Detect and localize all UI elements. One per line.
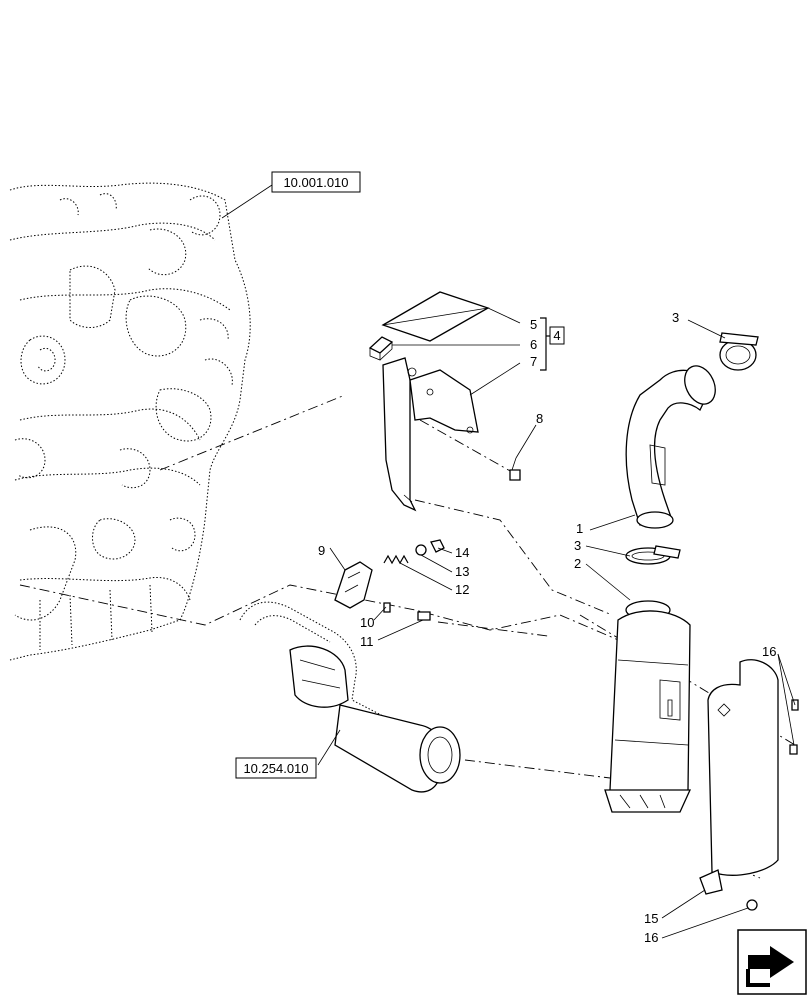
callout-14: 14	[455, 545, 469, 560]
callout-7: 7	[530, 354, 537, 369]
dpf-canister-part-2	[604, 600, 692, 813]
next-page-arrow-icon[interactable]	[737, 929, 807, 995]
nut-part-14	[430, 539, 445, 553]
bracket-part-9	[334, 561, 373, 609]
reference-label-engine: 10.001.010	[283, 175, 348, 190]
callout-6: 6	[530, 337, 537, 352]
callout-5: 5	[530, 317, 537, 332]
washer-part-13	[415, 544, 427, 556]
elbow-pipe-part-1	[625, 365, 716, 529]
callout-labels: 5 6 7 8 9 10 11 12 13 14 3 1 3 2 16 15 1…	[318, 310, 776, 945]
engine-block-illustration	[9, 182, 251, 661]
leader-lines	[221, 184, 796, 939]
bracket-part-7	[382, 357, 417, 512]
callout-3-top: 3	[672, 310, 679, 325]
reference-box-exhaust[interactable]: 10.254.010	[235, 757, 317, 779]
callout-3-middle: 3	[574, 538, 581, 553]
reference-box-engine[interactable]: 10.001.010	[271, 171, 361, 193]
callout-16-upper: 16	[762, 644, 776, 659]
spring-part-12	[383, 554, 409, 565]
callout-4: 4	[553, 328, 560, 343]
callout-15: 15	[644, 911, 658, 926]
reference-label-exhaust: 10.254.010	[243, 761, 308, 776]
callout-10: 10	[360, 615, 374, 630]
block-part-6	[368, 336, 394, 354]
bolt-part-11	[417, 611, 431, 621]
bolt-part-16-lower	[746, 899, 758, 911]
callout-group-4: 4	[540, 317, 565, 371]
callout-9: 9	[318, 543, 325, 558]
heat-shield-part-15	[699, 659, 779, 895]
callout-8: 8	[536, 411, 543, 426]
callout-2: 2	[574, 556, 581, 571]
pin-part-10	[383, 602, 391, 613]
callout-16-lower: 16	[644, 930, 658, 945]
callout-13: 13	[455, 564, 469, 579]
clamp-part-3-top	[719, 332, 759, 371]
callout-11: 11	[360, 634, 374, 649]
bracket-assembly	[368, 291, 490, 512]
bolt-part-8	[509, 457, 521, 481]
clamp-part-3-middle	[625, 545, 681, 565]
exhaust-pipe-illustration	[239, 601, 461, 793]
callout-1: 1	[576, 521, 583, 536]
callout-12: 12	[455, 582, 469, 597]
